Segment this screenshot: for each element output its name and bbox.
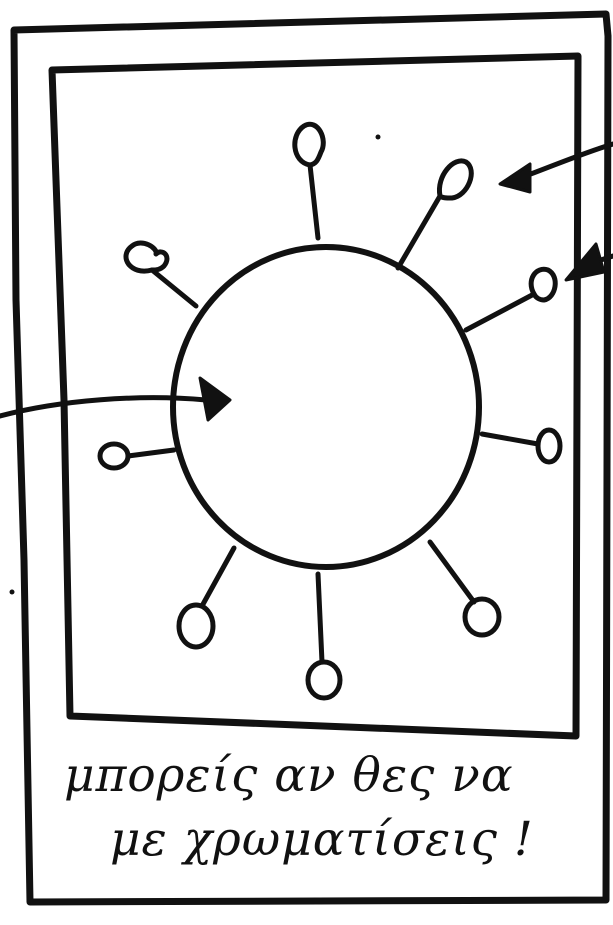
spike-knob-bottom-left xyxy=(179,605,213,647)
ink-dot xyxy=(10,590,15,595)
ink-dot xyxy=(376,135,381,140)
virus-spikes xyxy=(100,124,560,698)
spike-stem-top-left xyxy=(152,270,196,306)
arrow-left-head xyxy=(200,378,230,420)
spike-knob-right xyxy=(538,430,560,462)
spike-stem-top xyxy=(310,165,318,238)
spike-knob-top-right xyxy=(439,161,471,198)
spike-knob-top xyxy=(295,124,323,165)
spike-knob-right-upper xyxy=(531,269,555,300)
arrow-top-right-shaft xyxy=(520,144,613,178)
spike-knob-top-left xyxy=(126,243,167,271)
spike-stem-bottom-left xyxy=(202,548,234,606)
caption-line-2: με χρωματίσεις ! xyxy=(110,812,613,867)
spike-stem-right-upper xyxy=(466,294,534,330)
spike-stem-right xyxy=(482,434,538,444)
arrow-top-right-head xyxy=(500,164,530,192)
pointer-arrows xyxy=(0,144,613,420)
arrow-right-head xyxy=(566,244,604,280)
spike-stem-left xyxy=(128,450,174,456)
spike-knob-left xyxy=(100,444,128,468)
spike-knob-bottom-right xyxy=(465,599,499,635)
spike-knob-bottom xyxy=(308,662,340,698)
spike-stem-top-right xyxy=(398,196,440,268)
spike-stem-bottom-right xyxy=(430,542,474,602)
caption-line-1: μπορείς αν θες να xyxy=(64,748,613,803)
spike-stem-bottom xyxy=(318,574,322,662)
